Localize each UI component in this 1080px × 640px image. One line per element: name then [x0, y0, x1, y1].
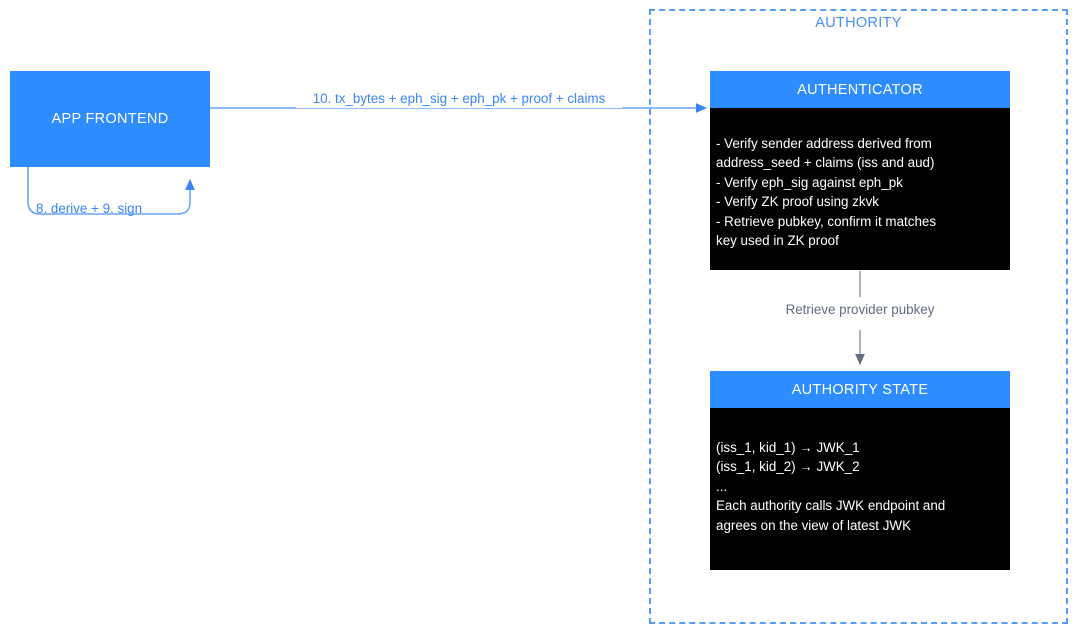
node-authority-state-header: AUTHORITY STATE — [710, 371, 1010, 408]
authority-state-body-line: ... — [716, 478, 728, 494]
authority-state-body-line: (iss_1, kid_1) → JWK_1 — [716, 440, 860, 455]
authenticator-body-line: - Retrieve pubkey, confirm it matches — [716, 213, 937, 229]
authenticator-body-line: address_seed + claims (iss and aud) — [716, 155, 935, 171]
authority-state-body-line: agrees on the view of latest JWK — [716, 517, 912, 533]
authority-group-boundary — [649, 9, 1068, 624]
node-authenticator-body: - Verify sender address derived from add… — [710, 108, 1010, 270]
node-app-frontend[interactable]: APP FRONTEND — [10, 71, 210, 167]
authority-group-title: AUTHORITY — [815, 15, 902, 31]
authority-state-body-line: (iss_1, kid_2) → JWK_2 — [716, 459, 860, 475]
edge-label-derive-sign: 8. derive + 9. sign — [36, 201, 143, 216]
authenticator-body-line: key used in ZK proof — [716, 233, 839, 249]
node-authority-state[interactable]: AUTHORITY STATE (iss_1, kid_1) → JWK_1 (… — [710, 371, 1010, 570]
node-authenticator-header: AUTHENTICATOR — [710, 71, 1010, 108]
edge-label-tx-payload: 10. tx_bytes + eph_sig + eph_pk + proof … — [296, 89, 622, 108]
node-authenticator[interactable]: AUTHENTICATOR - Verify sender address de… — [710, 71, 1010, 270]
authenticator-body-line: - Verify ZK proof using zkvk — [716, 194, 879, 210]
node-app-frontend-label: APP FRONTEND — [51, 111, 169, 127]
node-authority-state-body: (iss_1, kid_1) → JWK_1 (iss_1, kid_2) → … — [710, 408, 1010, 570]
authenticator-body-line: - Verify eph_sig against eph_pk — [716, 174, 903, 190]
authenticator-body-line: - Verify sender address derived from — [716, 136, 932, 151]
authority-state-body-line: Each authority calls JWK endpoint and — [716, 498, 946, 514]
edge-label-retrieve-provider-pubkey: Retrieve provider pubkey — [760, 300, 960, 319]
